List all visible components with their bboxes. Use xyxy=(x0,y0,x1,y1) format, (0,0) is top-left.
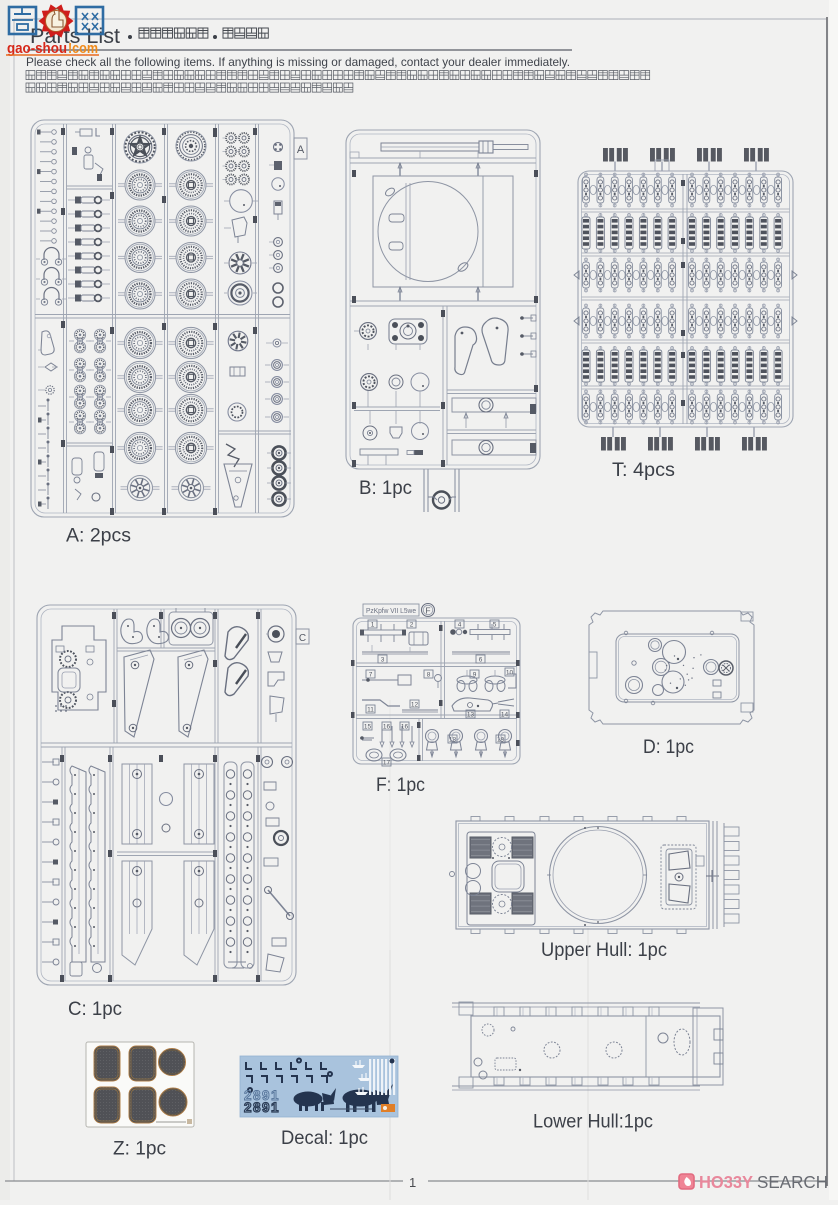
svg-text:5: 5 xyxy=(493,622,497,629)
svg-text:gao-shou: gao-shou xyxy=(7,41,67,57)
svg-text:13: 13 xyxy=(467,712,475,719)
svg-text:Lower Hull:1pc: Lower Hull:1pc xyxy=(533,1111,653,1133)
svg-text:14: 14 xyxy=(501,712,509,719)
svg-text:15: 15 xyxy=(364,724,372,731)
svg-text:C: C xyxy=(299,633,306,644)
svg-text:1: 1 xyxy=(409,1175,416,1190)
svg-text:11: 11 xyxy=(367,707,374,714)
svg-text:9: 9 xyxy=(473,672,477,679)
svg-text:8: 8 xyxy=(427,672,431,679)
svg-text:D: 1pc: D: 1pc xyxy=(643,736,694,758)
svg-text:17: 17 xyxy=(383,760,391,767)
svg-text:Upper Hull: 1pc: Upper Hull: 1pc xyxy=(541,939,667,961)
svg-text:2: 2 xyxy=(410,622,414,629)
svg-text:Please check all the following: Please check all the following items. If… xyxy=(26,55,570,69)
svg-text:A: 2pcs: A: 2pcs xyxy=(66,525,131,547)
svg-text:16: 16 xyxy=(401,724,409,731)
svg-text:Z: 1pc: Z: 1pc xyxy=(113,1138,166,1160)
svg-text:18: 18 xyxy=(449,737,457,744)
svg-text:HO33Y: HO33Y xyxy=(699,1172,753,1192)
svg-text:!com: !com xyxy=(68,41,98,57)
svg-text:1: 1 xyxy=(371,622,375,629)
svg-text:PzKpfw VII L5we: PzKpfw VII L5we xyxy=(366,606,416,615)
svg-text:2891: 2891 xyxy=(244,1088,280,1103)
svg-text:19: 19 xyxy=(497,737,505,744)
svg-text:7: 7 xyxy=(369,672,373,679)
svg-text:A: A xyxy=(297,144,305,156)
svg-text:2891: 2891 xyxy=(244,1100,280,1115)
svg-text:T: 4pcs: T: 4pcs xyxy=(612,459,675,481)
svg-text:4: 4 xyxy=(458,622,462,629)
svg-text:16: 16 xyxy=(383,724,391,731)
svg-text:12: 12 xyxy=(411,702,419,709)
svg-text:SEARCH: SEARCH xyxy=(757,1172,828,1192)
svg-text:3: 3 xyxy=(381,657,385,664)
svg-text:Decal: 1pc: Decal: 1pc xyxy=(281,1127,368,1149)
svg-text:C: 1pc: C: 1pc xyxy=(68,998,122,1020)
svg-text:F: F xyxy=(425,606,430,616)
svg-text:10: 10 xyxy=(506,670,514,677)
svg-text:B: 1pc: B: 1pc xyxy=(359,477,412,499)
svg-text:6: 6 xyxy=(479,657,483,664)
svg-text:F: 1pc: F: 1pc xyxy=(376,774,425,796)
